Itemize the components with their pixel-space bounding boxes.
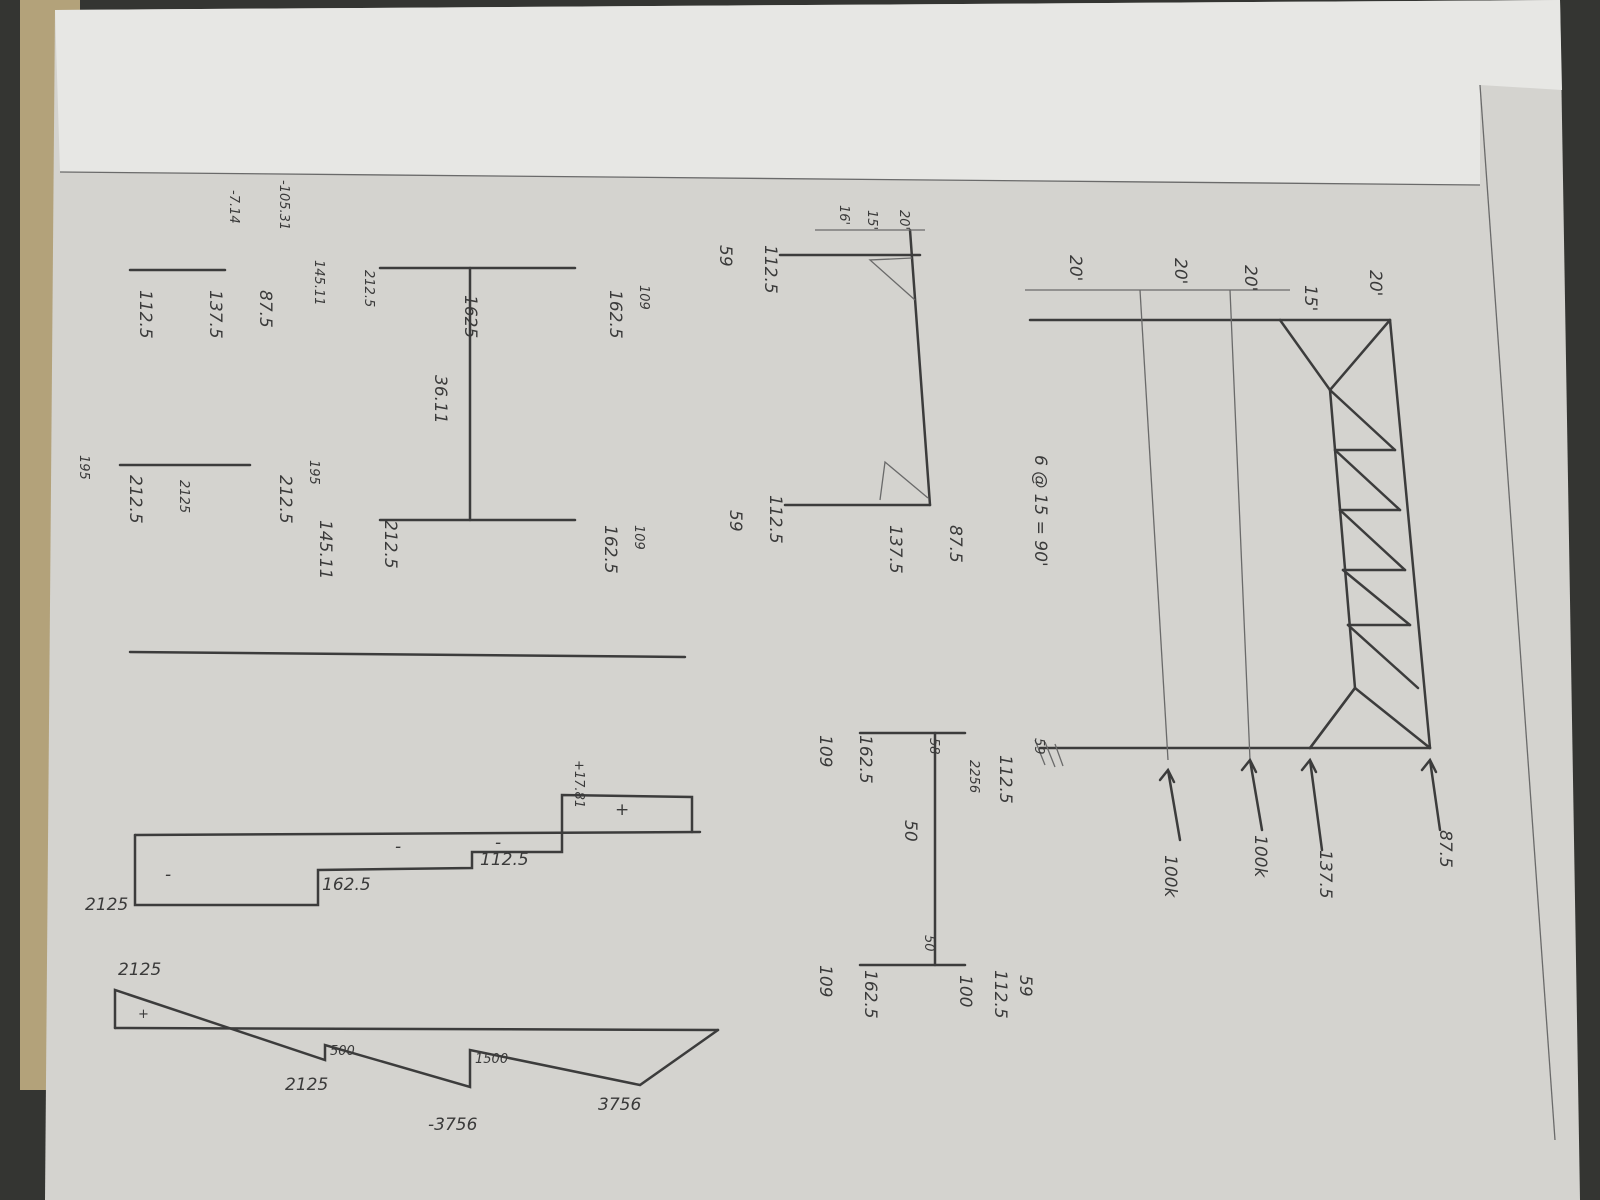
truss-free-body [778, 228, 932, 507]
force-label: 195 [76, 455, 91, 480]
sign-label: - [495, 833, 501, 853]
story-height: 20' [1170, 258, 1190, 284]
load-label: 137.5 [1315, 850, 1335, 899]
load-label: 100k [1250, 835, 1270, 878]
force-label: 50 [921, 935, 936, 952]
force-label: 145.11 [315, 520, 335, 579]
force-label: 162.5 [860, 970, 880, 1019]
force-label: 100 [955, 975, 975, 1007]
force-label: 112.5 [765, 495, 785, 544]
sign-label: - [395, 837, 401, 857]
paper-top-sheet [55, 0, 1562, 185]
force-label: 137.5 [205, 290, 225, 339]
moment-label: 2125 [176, 480, 191, 513]
force-label: 212.5 [125, 475, 145, 524]
sign-label: + [615, 800, 629, 820]
force-label: 87.5 [255, 290, 275, 328]
dim-label: 16' [836, 205, 851, 225]
moment-value: 2125 [285, 1075, 328, 1095]
force-label: 59 [1031, 738, 1046, 755]
force-label: 162.5 [855, 735, 875, 784]
force-label: 137.5 [885, 525, 905, 574]
shear-label: 50 [900, 820, 920, 842]
shear-value: 112.5 [480, 850, 529, 870]
force-label: 112.5 [995, 755, 1015, 804]
shear-diagram [133, 793, 702, 907]
force-label: 162.5 [600, 525, 620, 574]
force-label: 109 [631, 525, 646, 550]
sign-label: - [165, 865, 171, 885]
load-label: 87.5 [1435, 830, 1455, 868]
base-free-body [118, 268, 252, 467]
moment-value: 3756 [598, 1095, 641, 1115]
force-label: 2256 [966, 760, 981, 793]
shear-value: +17.81 [571, 760, 586, 808]
divider-line [128, 650, 687, 659]
moment-value: 2125 [118, 960, 161, 980]
story-height: 20' [1365, 270, 1385, 296]
dim-label: 15' [864, 210, 879, 230]
moment-value: 1500 [475, 1052, 508, 1067]
force-label: 212.5 [275, 475, 295, 524]
moment-value: 500 [330, 1044, 355, 1059]
moment-value: -3756 [428, 1115, 478, 1135]
force-label: 145.11 [311, 260, 326, 306]
moment-diagram [113, 988, 720, 1089]
force-label: 212.5 [380, 520, 400, 569]
force-label: 59 [1015, 975, 1035, 997]
force-label: 59 [715, 245, 735, 267]
force-label: 112.5 [760, 245, 780, 294]
story-height: 15' [1300, 285, 1320, 311]
shear-value: 162.5 [322, 875, 371, 895]
force-label: 162.5 [605, 290, 625, 339]
force-label: -105.31 [276, 180, 291, 230]
force-label: 109 [815, 965, 835, 997]
girder-free-body [378, 266, 577, 522]
story-height: 20' [1065, 255, 1085, 281]
force-label: 212.5 [361, 270, 376, 307]
force-label: 87.5 [945, 525, 965, 563]
force-label: -7.14 [226, 190, 241, 224]
dim-label: 20' [896, 210, 911, 230]
paper-sheet [45, 0, 1580, 1200]
force-label: 58 [926, 738, 941, 755]
force-label: 112.5 [135, 290, 155, 339]
story-height: 20' [1240, 265, 1260, 291]
page-margin-line [1479, 84, 1556, 1141]
moment-label: 1625 [460, 295, 480, 338]
sign-label: + [138, 1007, 149, 1022]
force-label: 59 [725, 510, 745, 532]
column-free-body [858, 731, 967, 967]
force-label: 112.5 [990, 970, 1010, 1019]
load-label: 100k [1160, 855, 1180, 898]
page-fold-line [59, 171, 1481, 186]
force-label: 109 [636, 285, 651, 310]
span-label: 6 @ 15 = 90' [1030, 455, 1050, 567]
force-label: 195 [306, 460, 321, 485]
portal-frame [1025, 289, 1432, 768]
shear-value: 2125 [85, 895, 128, 915]
load-arrows [1158, 757, 1442, 852]
shear-label: 36.11 [430, 375, 450, 424]
force-label: 109 [815, 735, 835, 767]
